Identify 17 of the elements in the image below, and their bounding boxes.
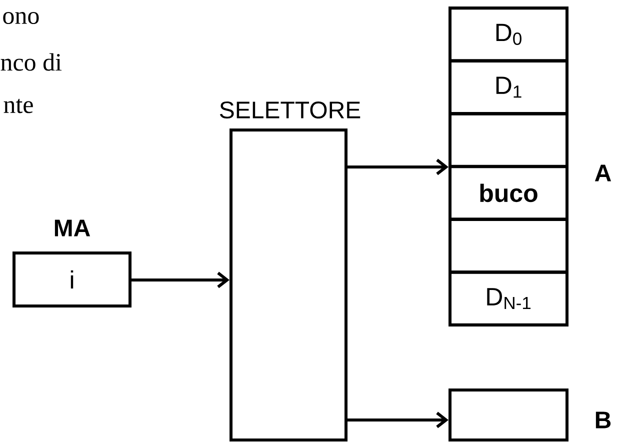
memory-cell bbox=[448, 218, 568, 274]
memory-cell: D$_{0}$ bbox=[448, 7, 568, 62]
text-fragment: ono bbox=[3, 12, 39, 24]
register-box: i bbox=[12, 251, 132, 308]
heading: A bbox=[594, 164, 612, 182]
memory-cell: buco bbox=[448, 166, 568, 220]
heading: MA bbox=[54, 220, 90, 236]
text-fragment: nte bbox=[4, 98, 33, 114]
arrow bbox=[348, 412, 448, 428]
memory-cell bbox=[448, 112, 568, 168]
memory-cell: D$_{1}$ bbox=[448, 60, 568, 114]
memory-cell: D$_{N-1}$ bbox=[448, 271, 568, 326]
heading: B bbox=[596, 412, 611, 428]
heading: SELETTORE bbox=[220, 102, 360, 118]
arrow bbox=[348, 158, 448, 176]
text-fragment: nco di bbox=[0, 53, 62, 71]
arrow bbox=[132, 272, 230, 288]
